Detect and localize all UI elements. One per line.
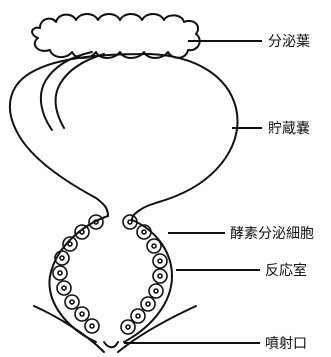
chamber-wall-right <box>123 219 173 343</box>
secretory-duct-inner <box>54 53 105 129</box>
ejection-port-right <box>117 305 197 353</box>
ejection-port-tip <box>103 341 119 349</box>
secretory-lobe-shape <box>31 13 201 59</box>
ejection-port-left <box>33 305 105 353</box>
secretory-duct <box>39 51 93 131</box>
sac-neck-left <box>95 197 109 217</box>
label-enzyme-cells: 酵素分泌細胞 <box>230 226 314 242</box>
label-storage-sac: 貯蔵嚢 <box>268 121 310 137</box>
storage-sac-shape <box>8 53 239 211</box>
label-reaction-chamber: 反応室 <box>265 262 307 279</box>
label-ejection-port: 噴射口 <box>265 336 307 352</box>
label-secretory-lobe: 分泌葉 <box>268 34 310 50</box>
enzyme-cells-right <box>120 214 168 335</box>
